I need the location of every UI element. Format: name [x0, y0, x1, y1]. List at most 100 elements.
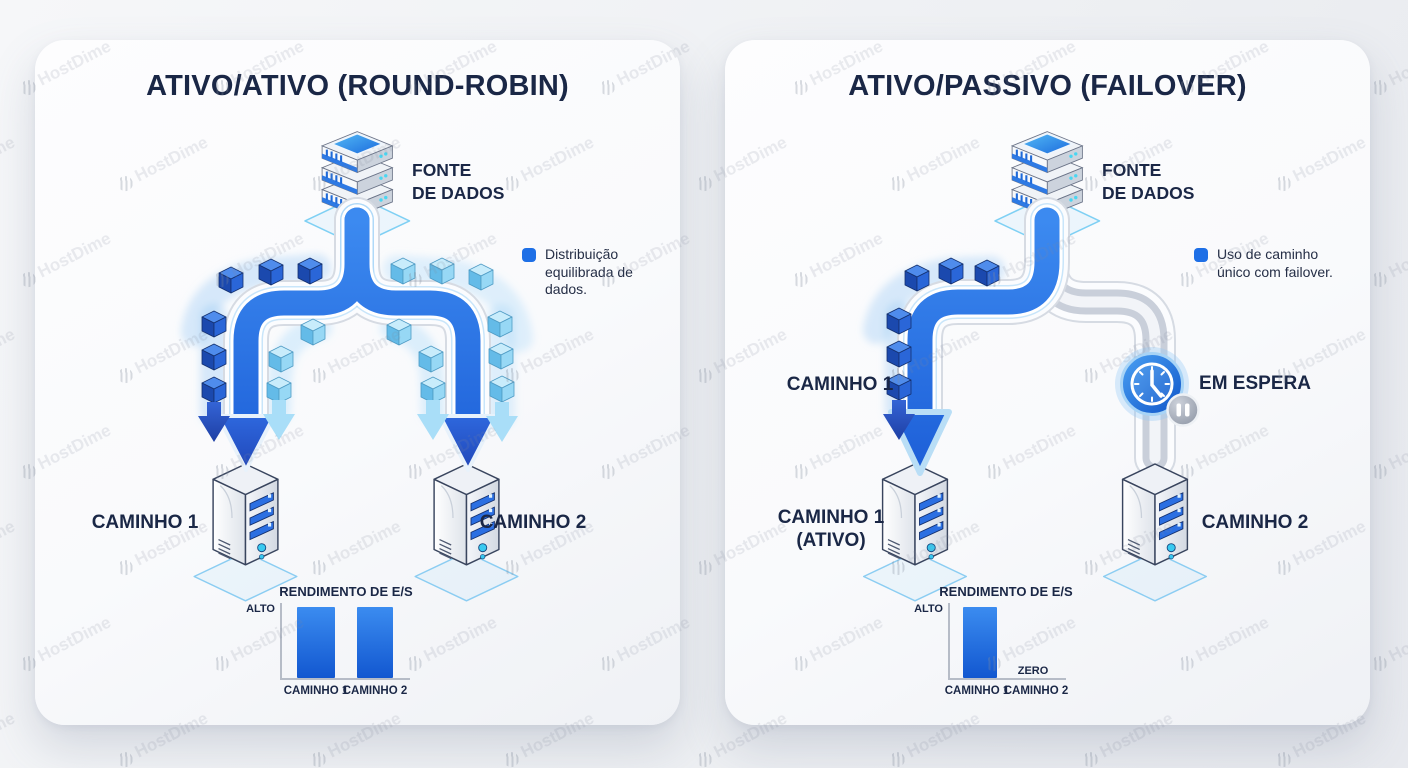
chart-bar-caminho1 — [963, 607, 997, 678]
watermark: HostDime — [886, 0, 984, 3]
path1-mid-label: CAMINHO 1 — [786, 374, 894, 395]
chart-category-2: CAMINHO 2 — [1003, 685, 1069, 697]
axis-top-label: ALTO — [914, 603, 943, 615]
source-label-line2: DE DADOS — [412, 183, 505, 203]
hostdime-logo-icon — [1369, 77, 1390, 98]
watermark: HostDime — [114, 0, 212, 3]
hostdime-logo-icon — [1369, 653, 1390, 674]
server2-label: CAMINHO 2 — [1201, 512, 1309, 533]
watermark: HostDime — [0, 0, 18, 3]
watermark: HostDime — [0, 516, 19, 570]
legend: Uso de caminho único com failover. — [1194, 246, 1354, 281]
chart-bar-caminho2 — [357, 607, 393, 678]
hostdime-logo-icon — [115, 0, 136, 2]
pipe-active-paths — [223, 197, 491, 441]
hostdime-logo-icon — [1080, 749, 1101, 768]
panel-active-active: ATIVO/ATIVO (ROUND-ROBIN) FONTE DE DADOS… — [35, 40, 680, 725]
source-label-line1: FONTE — [1102, 160, 1162, 180]
x-axis — [280, 678, 410, 680]
hostdime-logo-icon — [887, 749, 908, 768]
data-cube-icon — [201, 343, 227, 371]
path2-label: CAMINHO 2 — [479, 512, 587, 533]
data-cube-icon — [420, 376, 446, 404]
source-label-line2: DE DADOS — [1102, 183, 1195, 203]
hostdime-logo-icon — [694, 365, 715, 386]
io-throughput-chart: RENDIMENTO DE E/S ALTO CAMINHO 1 CAMINHO… — [200, 582, 440, 707]
watermark: HostDime — [1368, 229, 1408, 292]
data-cube-icon — [201, 310, 227, 338]
io-throughput-chart: RENDIMENTO DE E/S ALTO ZERO CAMINHO 1 CA… — [868, 582, 1108, 707]
hostdime-logo-icon — [1273, 749, 1294, 768]
hostdime-logo-icon — [694, 0, 715, 2]
data-cube-icon — [300, 318, 326, 346]
legend-swatch — [522, 248, 536, 262]
chart-category-1: CAMINHO 1 — [283, 685, 349, 697]
data-cube-icon — [904, 264, 930, 292]
data-cube-icon — [468, 263, 494, 291]
data-cube-icon — [218, 266, 244, 294]
watermark: HostDime — [500, 0, 598, 3]
data-cube-icon — [489, 375, 515, 403]
watermark: HostDime — [1272, 0, 1370, 3]
hostdime-logo-icon — [501, 749, 522, 768]
data-cube-icon — [429, 257, 455, 285]
data-cube-icon — [974, 259, 1000, 287]
data-cube-icon — [201, 376, 227, 404]
standby-label: EM ESPERA — [1199, 373, 1311, 394]
hostdime-logo-icon — [501, 0, 522, 2]
x-axis — [948, 678, 1066, 680]
pipe-arrowhead-path2 — [438, 414, 498, 472]
hostdime-logo-icon — [1080, 0, 1101, 2]
legend-text: Distribuição equilibrada de dados. — [545, 246, 633, 297]
hostdime-logo-icon — [694, 749, 715, 768]
hostdime-logo-icon — [887, 0, 908, 2]
server1-label: CAMINHO 1 (ATIVO) — [777, 507, 885, 551]
data-cube-icon — [487, 310, 513, 338]
source-label-line1: FONTE — [412, 160, 472, 180]
axis-top-label: ALTO — [246, 603, 275, 615]
watermark: HostDime — [307, 0, 405, 3]
hostdime-logo-icon — [694, 173, 715, 194]
data-cube-icon — [297, 257, 323, 285]
standby-clock-icon — [1115, 347, 1189, 421]
hostdime-logo-icon — [1369, 269, 1390, 290]
data-cube-icon — [886, 307, 912, 335]
hostdime-logo-icon — [115, 749, 136, 768]
data-cube-icon — [390, 257, 416, 285]
chart-category-2: CAMINHO 2 — [342, 685, 408, 697]
pipe-arrowhead-path1 — [216, 414, 276, 472]
watermark: HostDime — [0, 708, 19, 762]
chart-bar-caminho1 — [297, 607, 335, 678]
watermark: HostDime — [1079, 0, 1177, 3]
y-axis — [948, 603, 950, 678]
source-label: FONTE DE DADOS — [1102, 159, 1194, 205]
y-axis — [280, 603, 282, 678]
watermark: HostDime — [1368, 613, 1408, 676]
watermark: HostDime — [0, 324, 19, 378]
diagram-failover — [862, 130, 1208, 602]
legend: Distribuição equilibrada de dados. — [522, 246, 672, 299]
hostdime-logo-icon — [1369, 461, 1390, 482]
chart-title: RENDIMENTO DE E/S — [939, 584, 1073, 599]
hostdime-logo-icon — [694, 557, 715, 578]
data-cube-icon — [386, 318, 412, 346]
pipe-active-path — [897, 197, 1070, 437]
watermark: HostDime — [0, 132, 19, 186]
panel-title: ATIVO/ATIVO (ROUND-ROBIN) — [146, 70, 569, 102]
data-cube-icon — [266, 376, 292, 404]
path1-label: CAMINHO 1 — [91, 512, 199, 533]
data-cube-icon — [418, 345, 444, 373]
panel-active-passive: ATIVO/PASSIVO (FAILOVER) FONTE DE DADOS … — [725, 40, 1370, 725]
data-cube-icon — [268, 345, 294, 373]
hostdime-logo-icon — [308, 749, 329, 768]
watermark: HostDime — [1368, 37, 1408, 100]
watermark: HostDime — [693, 0, 791, 3]
data-cube-icon — [886, 340, 912, 368]
watermark: HostDime — [1368, 421, 1408, 484]
data-cube-icon — [258, 258, 284, 286]
chart-category-1: CAMINHO 1 — [944, 685, 1010, 697]
bar-value-label: ZERO — [1017, 665, 1049, 677]
chart-title: RENDIMENTO DE E/S — [279, 584, 413, 599]
source-label: FONTE DE DADOS — [412, 159, 504, 205]
